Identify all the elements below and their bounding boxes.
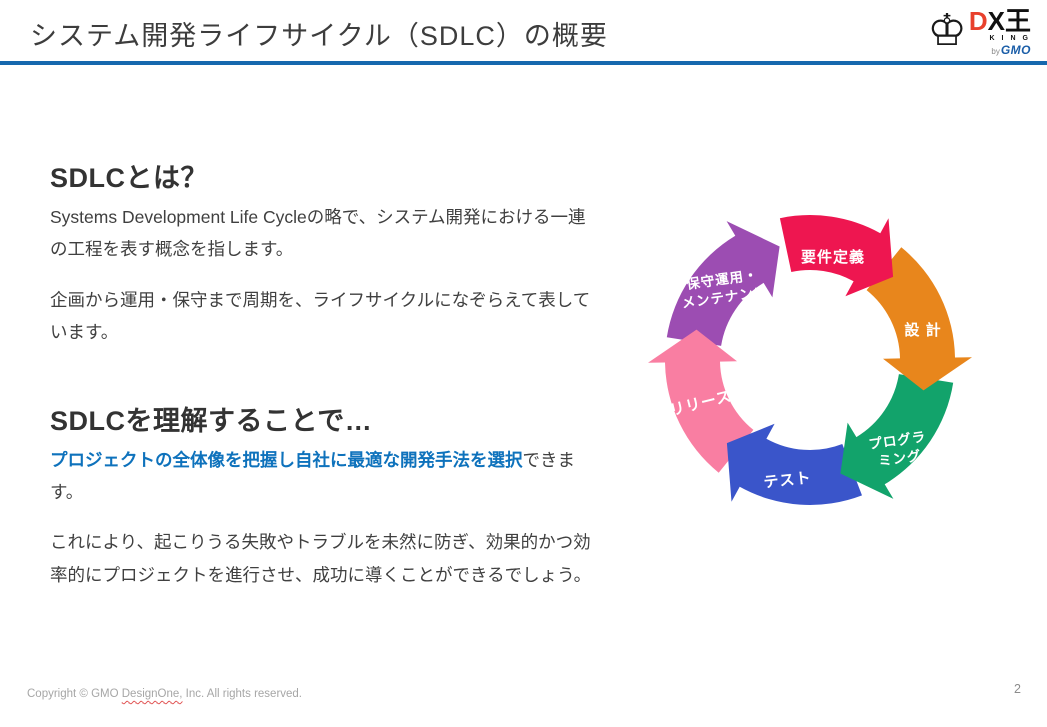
logo-gmo: GMO: [1000, 43, 1031, 57]
section1-heading: SDLCとは？: [50, 163, 208, 193]
copyright-spellcheck-word: DesignOne,: [121, 688, 183, 700]
sdlc-cycle-diagram-container: 要件定義設 計プログラミングテストリリース保守運用・メンテナンス: [640, 190, 990, 540]
logo-letter-d: D: [968, 6, 988, 36]
cycle-arrow-0: [779, 215, 894, 297]
cycle-label-2: プログラミング: [867, 428, 929, 470]
cycle-label-0: 要件定義: [801, 248, 865, 266]
body-content: SDLCとは？ Systems Development Life Cycleの略…: [50, 156, 598, 609]
cycle-arrow-2: [840, 374, 954, 499]
logo-by: by: [991, 47, 1000, 56]
section2: SDLCを理解することで… プロジェクトの全体像を把握し自社に最適な開発手法を選…: [50, 399, 598, 592]
section1-paragraph-1: Systems Development Life Cycleの略で、システム開発…: [50, 207, 586, 260]
logo-x-king: X王: [987, 6, 1031, 36]
cycle-arrow-1: [866, 247, 972, 391]
cycle-label-3: テスト: [763, 470, 813, 492]
copyright-pre: Copyright © GMO: [27, 688, 122, 700]
logo-wordmark: DX王: [969, 8, 1031, 34]
cycle-label-1: 設 計: [904, 321, 941, 339]
cycle-arrow-4: [648, 329, 754, 473]
copyright: Copyright © GMO DesignOne, Inc. All righ…: [27, 688, 302, 700]
cycle-arrow-3: [726, 423, 862, 506]
page-number: 2: [1014, 682, 1021, 696]
highlight-text: プロジェクトの全体像を把握し自社に最適な開発手法を選択: [50, 449, 523, 470]
logo-king-word: KING: [989, 35, 1035, 42]
section2-heading: SDLCを理解することで…: [50, 405, 373, 436]
section2-paragraph: これにより、起こりうる失敗やトラブルを未然に防ぎ、効果的かつ効率的にプロジェクト…: [50, 532, 592, 585]
section1-paragraph-2: 企画から運用・保守まで周期を、ライフサイクルになぞらえて表しています。: [50, 289, 591, 343]
title-divider: [0, 61, 1047, 65]
cycle-arrow-5: [666, 221, 780, 346]
page-title: システム開発ライフサイクル（SDLC）の概要: [30, 21, 608, 51]
chess-king-icon: ♔: [927, 5, 967, 55]
highlight-suffix: できます。: [50, 449, 575, 502]
section2-highlight-paragraph: プロジェクトの全体像を把握し自社に最適な開発手法を選択できます。: [50, 444, 598, 509]
copyright-post: Inc. All rights reserved.: [182, 688, 303, 700]
